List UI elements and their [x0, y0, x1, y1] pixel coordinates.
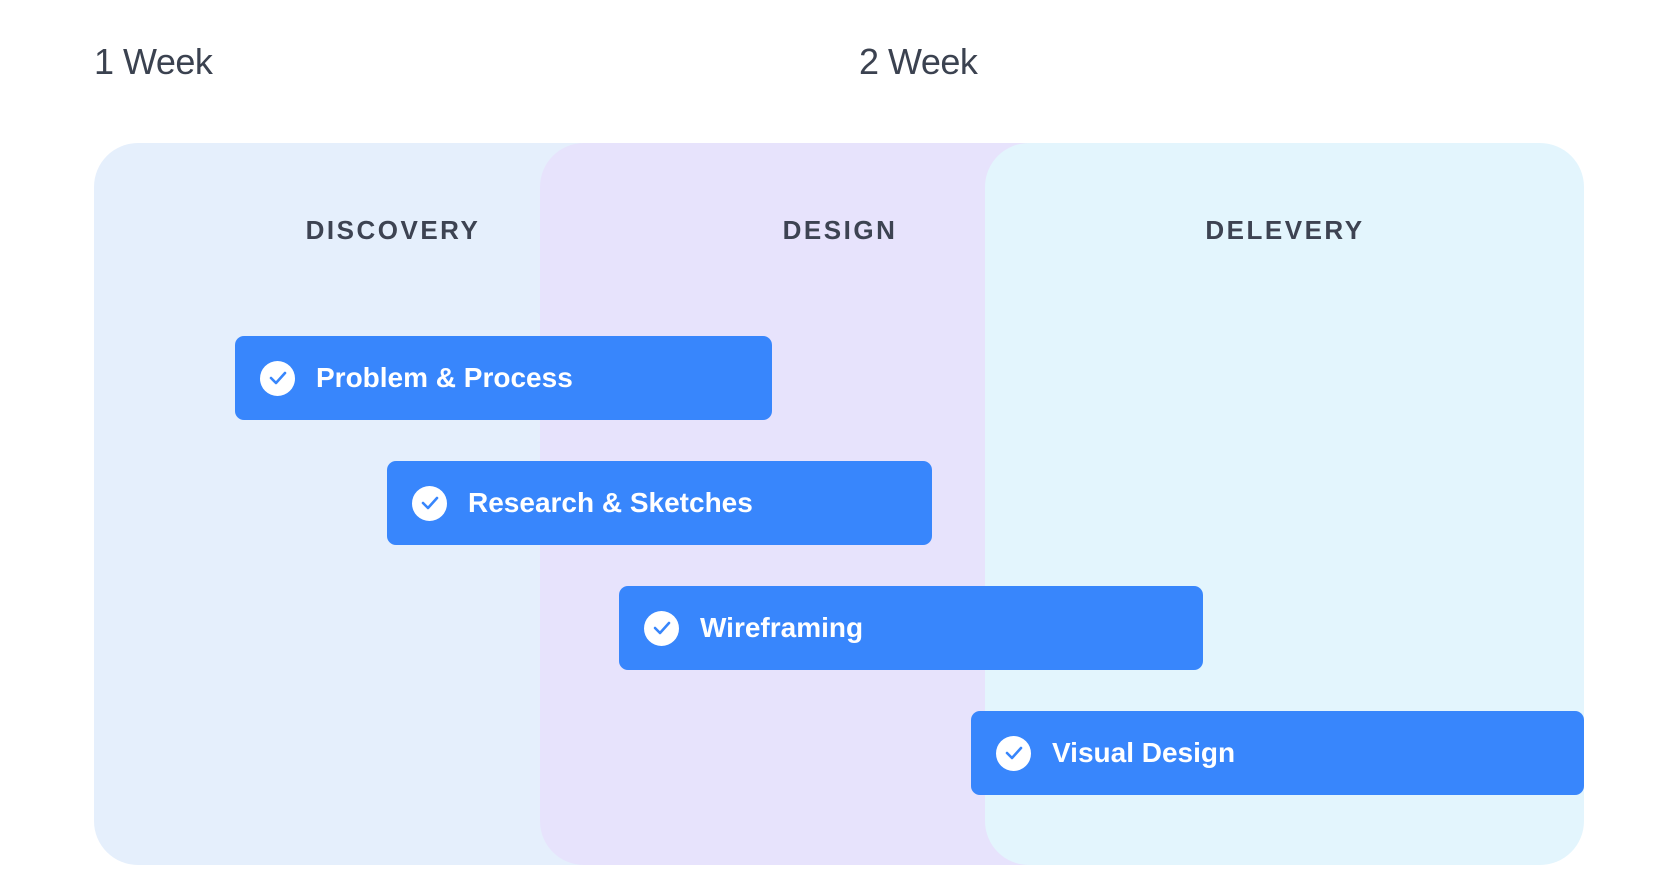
phase-discovery-title: DISCOVERY [305, 215, 481, 245]
task-label: Wireframing [700, 612, 864, 643]
task-label: Research & Sketches [468, 487, 753, 518]
week-1-label: 1 Week [94, 41, 213, 82]
check-circle-icon [644, 610, 679, 646]
week-2-label: 2 Week [859, 41, 978, 82]
check-circle-icon [412, 485, 447, 521]
task-research-sketches[interactable]: Research & Sketches [387, 461, 932, 545]
phase-delivery-title: DELEVERY [1205, 215, 1365, 245]
task-wireframing[interactable]: Wireframing [619, 586, 1203, 670]
task-visual-design[interactable]: Visual Design [971, 711, 1584, 795]
check-circle-icon [260, 360, 295, 396]
phase-design-title: DESIGN [782, 215, 898, 245]
task-label: Visual Design [1052, 737, 1236, 768]
task-label: Problem & Process [316, 362, 573, 393]
check-circle-icon [996, 735, 1031, 771]
task-problem-process[interactable]: Problem & Process [235, 336, 772, 420]
